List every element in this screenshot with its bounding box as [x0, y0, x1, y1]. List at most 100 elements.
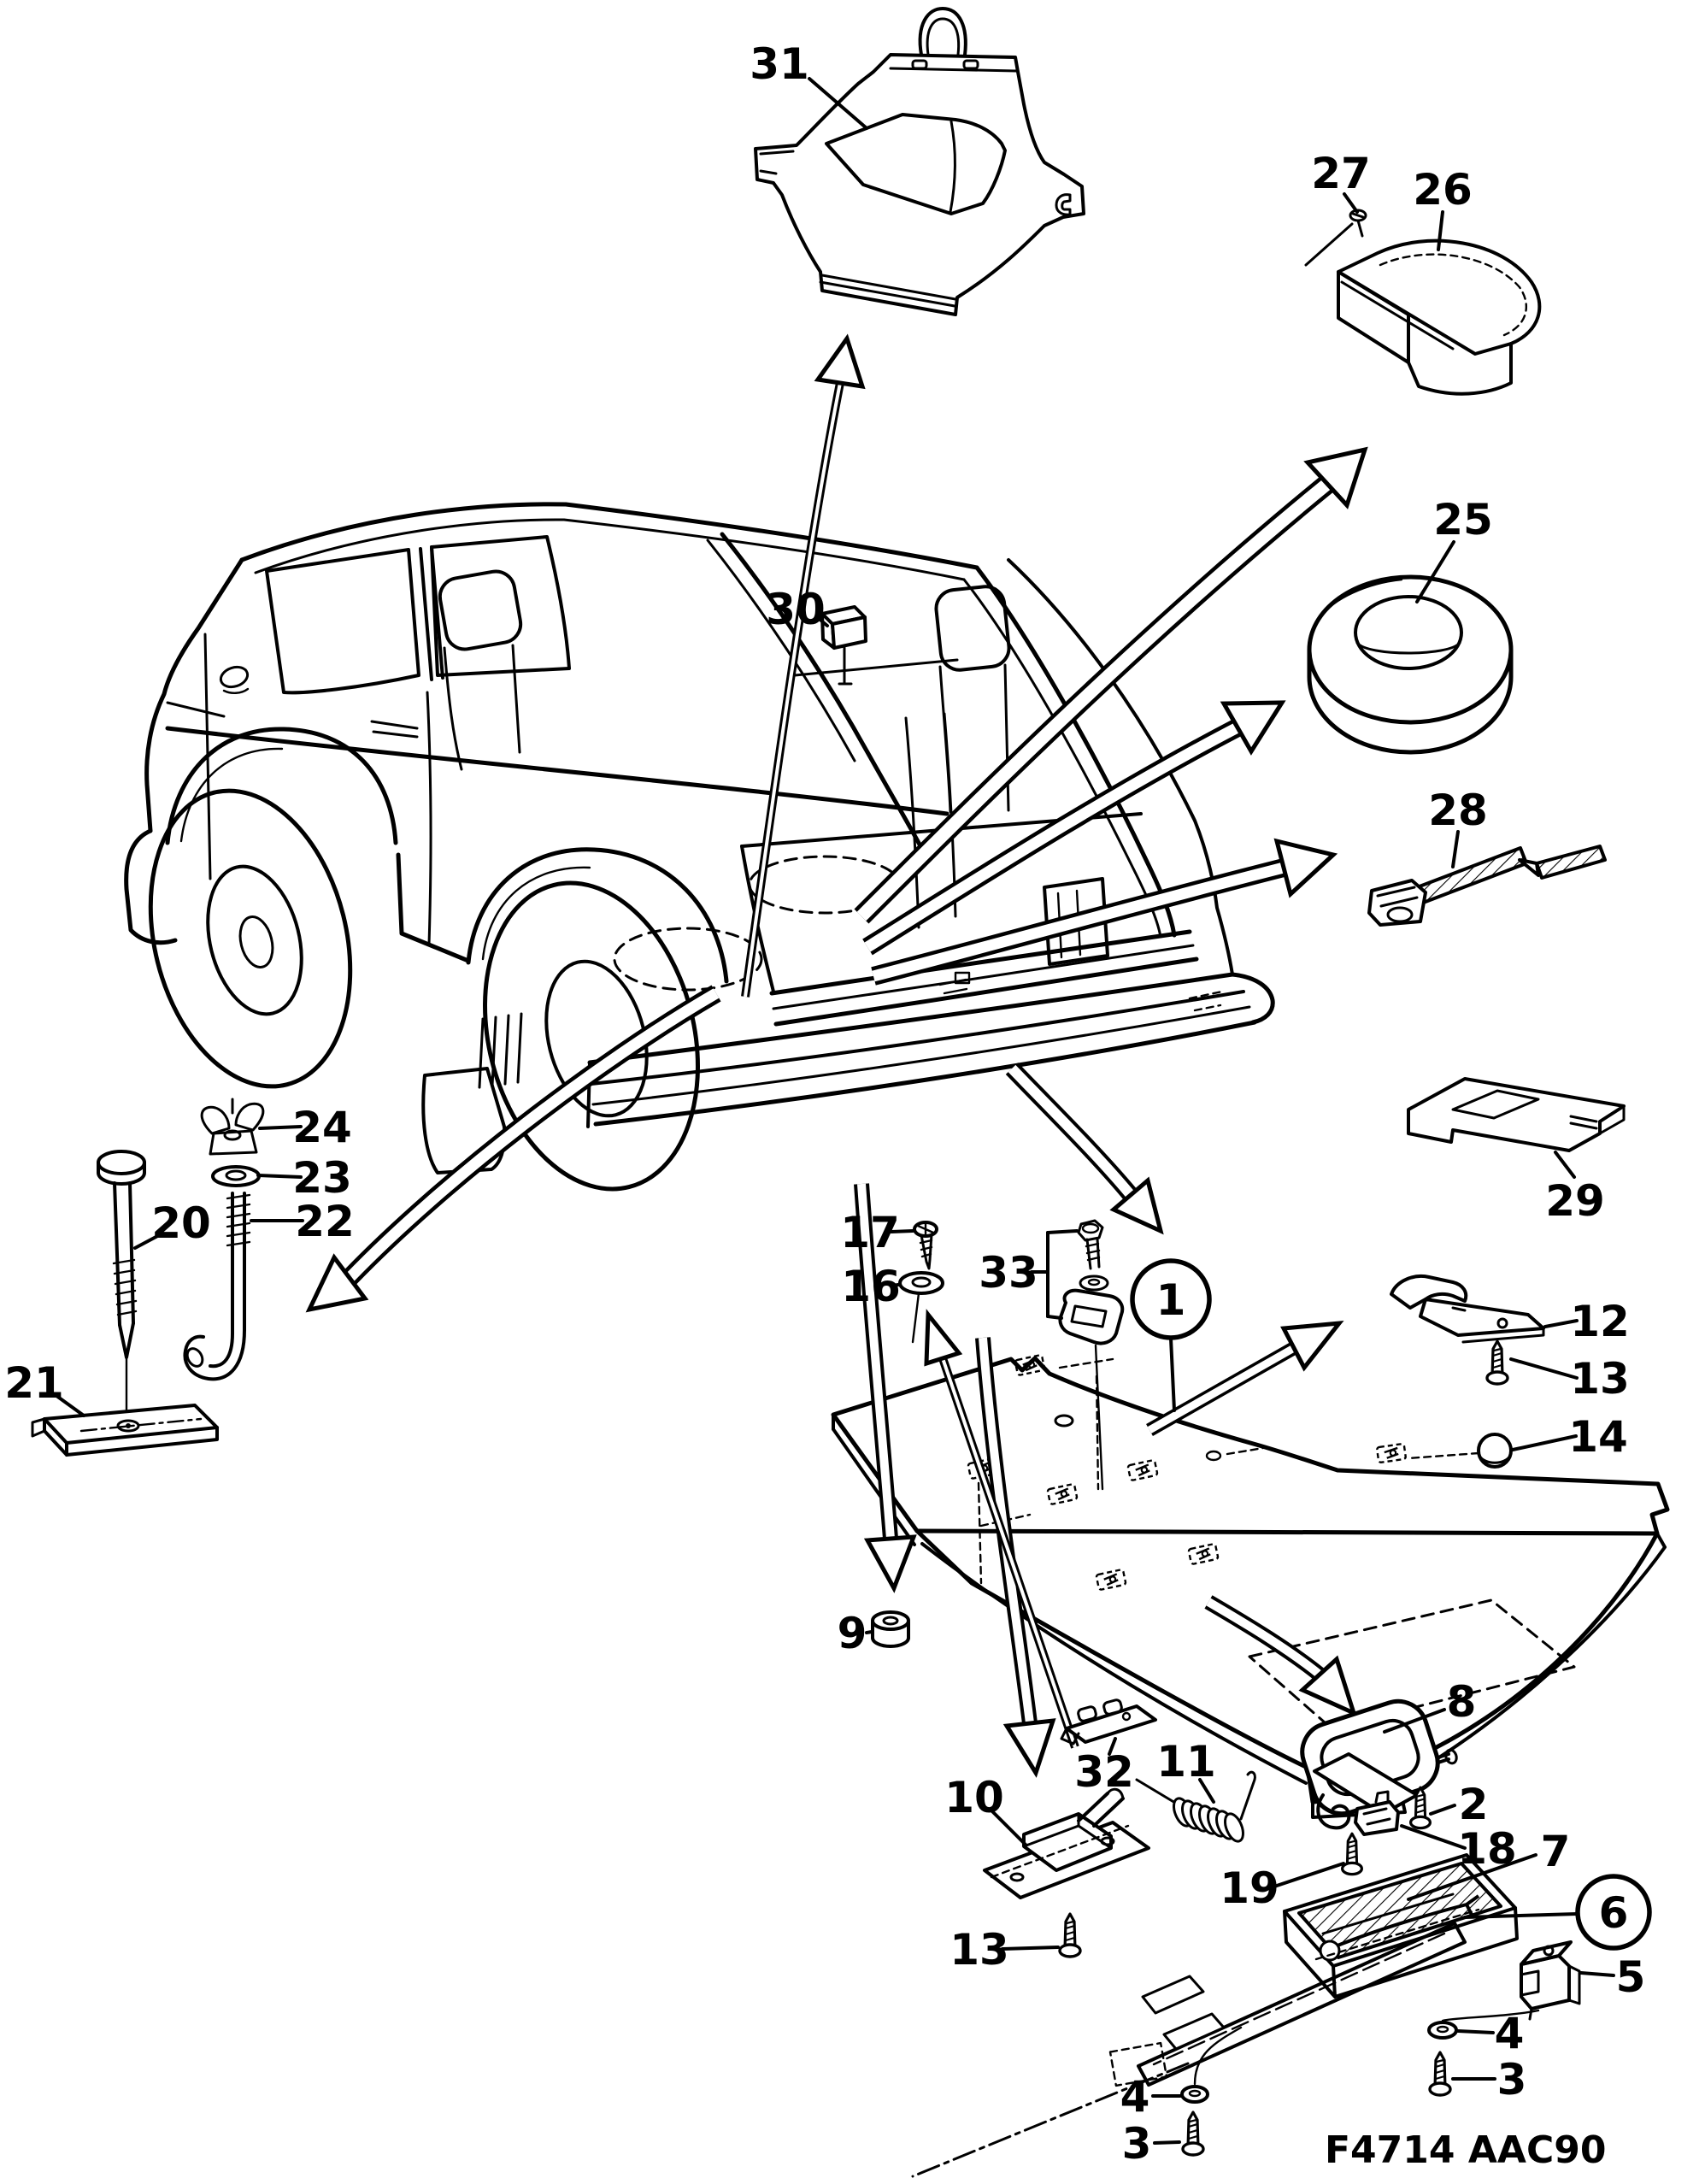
front-wheel — [148, 788, 353, 1089]
part-11-spring-shape — [1224, 1812, 1244, 1843]
arrow-to-left-fasteners-shape — [345, 988, 720, 1282]
arrow-to-grommet-9-shape — [857, 1183, 895, 1539]
arrow-to-jack-8-shape — [1206, 1598, 1323, 1678]
part-16-washer-shape — [898, 1271, 944, 1295]
car-illustration-shape — [613, 927, 763, 992]
car-illustration-shape — [166, 701, 226, 718]
part-18-clamp-shape — [1354, 1800, 1400, 1836]
callout-leader-line — [51, 1392, 85, 1417]
part-24-wing-nut-shape — [200, 1105, 231, 1135]
part-27-screw — [1304, 209, 1367, 267]
callout-27: 27 — [1311, 149, 1371, 214]
jack-handle-strip-shape — [1152, 1932, 1446, 2066]
callout-leader-line — [1169, 1337, 1176, 1412]
car-illustration-shape — [773, 957, 1199, 1027]
part-21-plate — [31, 1404, 219, 1457]
callout-number: 4 — [1120, 2072, 1150, 2122]
part-24-wing-nut — [200, 1098, 265, 1156]
part-22-hook-bolt-shape — [209, 1332, 234, 1369]
callout-number: 2 — [1459, 1780, 1489, 1829]
part-1-floor-panel-shape — [1375, 1442, 1408, 1464]
jack-handle-strip-shape — [911, 2062, 1190, 2178]
part-29-bracket-shape — [1451, 1089, 1540, 1120]
callout-number: 5 — [1616, 1952, 1646, 2002]
part-33-fastener-kit — [1058, 1219, 1125, 1491]
part-16-washer — [898, 1271, 944, 1344]
callout-3: 3 — [1122, 2119, 1181, 2169]
callout-number: 21 — [4, 1358, 64, 1408]
part-8-jack-shape — [1316, 1793, 1351, 1830]
callout-circle — [1130, 1258, 1212, 1340]
part-33-fastener-kit-shape — [1094, 1344, 1104, 1491]
arrow-to-bracket-12-shape — [1147, 1345, 1296, 1433]
callout-leader-line — [258, 1125, 303, 1130]
part-22-hook-bolt-shape — [185, 1347, 204, 1368]
car-illustration-shape — [222, 687, 250, 694]
callout-number: 16 — [841, 1262, 901, 1311]
callout-number: 31 — [750, 39, 809, 89]
callout-4: 4 — [1456, 2009, 1524, 2058]
car-illustration-shape — [591, 1005, 1251, 1106]
part-21-plate-shape — [79, 1417, 203, 1433]
car-illustration-shape — [934, 585, 1011, 672]
part-18-clamp-shape — [1374, 1790, 1390, 1804]
callout-leader-line — [815, 615, 829, 627]
jack-handle-strip-shape — [1141, 1975, 1205, 2015]
part-12-bracket-shape — [1451, 1306, 1467, 1312]
part-32-catch-shape — [1102, 1698, 1123, 1716]
callout-leader-line — [1579, 1971, 1615, 1977]
arrow-up-to-car-17-16-shape — [941, 1357, 1077, 1748]
callout-number: 9 — [838, 1609, 867, 1658]
part-26-stowage-tray-shape — [1407, 342, 1513, 396]
callout-leader-line — [1511, 1434, 1578, 1451]
part-32-catch-shape — [1121, 1711, 1132, 1722]
part-32-catch-shape — [1077, 1705, 1097, 1722]
callout-leader-line — [1001, 1946, 1060, 1951]
callout-32: 32 — [1074, 1737, 1134, 1797]
arrow-to-panel-31-shape — [814, 333, 866, 390]
callout-number: 19 — [1220, 1863, 1279, 1913]
part-4-washer-left-shape — [1180, 2085, 1209, 2104]
part-5-bracket — [1441, 1940, 1581, 2022]
part-10-bracket-shape — [1077, 1792, 1125, 1828]
part-4-washer-right-shape — [1436, 2025, 1449, 2034]
part-1-floor-panel-shape — [914, 1528, 1660, 1536]
callout-number: 24 — [292, 1103, 352, 1152]
part-7-tool-tray-shape — [1319, 1940, 1341, 1962]
callout-number: 12 — [1570, 1297, 1630, 1346]
car-illustration-shape — [706, 539, 856, 762]
part-1-floor-panel-shape — [1248, 1598, 1576, 1730]
callout-leader-line — [1046, 1315, 1063, 1320]
part-10-bracket-shape — [1022, 1812, 1113, 1872]
arrow-to-grommet-9 — [854, 1183, 917, 1593]
callout-28: 28 — [1428, 786, 1488, 868]
part-13-screw-left — [1058, 1912, 1082, 1958]
callout-26: 26 — [1413, 165, 1473, 251]
part-8-jack — [1300, 1698, 1458, 1830]
arrow-to-left-fasteners-shape — [343, 985, 721, 1285]
arrow-to-strap-28 — [871, 838, 1338, 986]
part-26-stowage-tray-shape — [1337, 238, 1542, 356]
car-illustration-shape — [396, 852, 471, 963]
callout-leader-line — [890, 1229, 914, 1233]
part-18-clamp-shape — [1362, 1807, 1391, 1826]
callout-leader-line — [1383, 1708, 1446, 1734]
part-9-grommet-shape — [871, 1636, 910, 1648]
part-20-bolt-shape — [118, 1322, 135, 1359]
arrow-to-bracket-12 — [1146, 1320, 1344, 1436]
arrow-to-jack-8 — [1204, 1595, 1358, 1717]
callout-leader-line — [1509, 1357, 1579, 1380]
callout-21: 21 — [4, 1358, 85, 1417]
part-27-screw-shape — [1351, 212, 1365, 238]
arrow-to-tray-26 — [854, 446, 1368, 924]
part-3-screw-right — [1428, 2051, 1452, 2097]
part-28-retaining-strap-shape — [1386, 906, 1414, 923]
callout-leader-line — [1463, 1912, 1579, 1919]
callout-19: 19 — [1220, 1862, 1345, 1913]
part-31-trim-panel-shape — [949, 120, 956, 214]
part-23-washer-shape — [211, 1165, 261, 1187]
callout-number: 32 — [1074, 1747, 1134, 1797]
part-7-tool-tray-shape — [1332, 1894, 1480, 1949]
part-31-trim-panel-shape — [759, 150, 795, 175]
